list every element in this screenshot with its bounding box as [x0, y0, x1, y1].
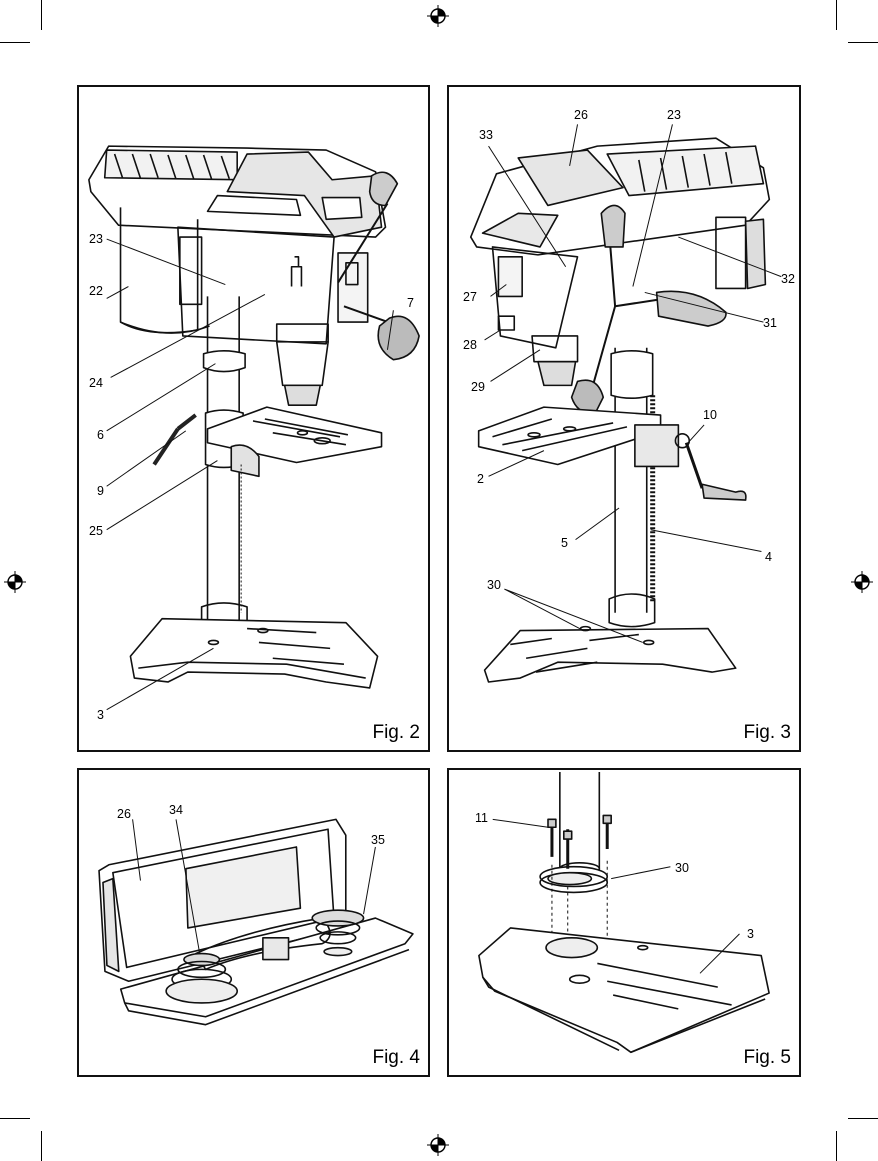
callout-number: 9 — [97, 485, 104, 498]
callout-number: 11 — [475, 812, 488, 825]
crop-mark — [0, 42, 30, 43]
callout-number: 26 — [117, 808, 131, 821]
callout-number: 27 — [463, 291, 477, 304]
figure-panel-fig4: 26 34 35 Fig. 4 — [77, 768, 430, 1077]
callout-number: 3 — [97, 709, 104, 722]
callout-number: 26 — [574, 109, 588, 122]
crop-mark — [41, 0, 42, 30]
registration-mark-icon — [851, 571, 873, 593]
figure-panel-fig5: 11 30 3 Fig. 5 — [447, 768, 801, 1077]
pulley-cover-drawing — [79, 770, 428, 1075]
column-base-assembly-drawing — [449, 770, 799, 1075]
callout-number: 30 — [675, 862, 689, 875]
registration-mark-icon — [427, 1134, 449, 1156]
crop-mark — [836, 1131, 837, 1161]
callout-number: 30 — [487, 579, 501, 592]
registration-mark-icon — [4, 571, 26, 593]
figure-label: Fig. 5 — [743, 1047, 791, 1069]
callout-number: 32 — [781, 273, 795, 286]
callout-number: 29 — [471, 381, 485, 394]
figure-panel-fig3: 26 23 33 27 28 29 2 32 31 10 5 4 30 Fig.… — [447, 85, 801, 752]
callout-number: 23 — [667, 109, 681, 122]
figure-label: Fig. 2 — [372, 722, 420, 744]
figure-label: Fig. 3 — [743, 722, 791, 744]
crop-mark — [0, 1118, 30, 1119]
registration-mark-icon — [427, 5, 449, 27]
callout-number: 7 — [407, 297, 414, 310]
callout-number: 34 — [169, 804, 183, 817]
callout-number: 22 — [89, 285, 103, 298]
crop-mark — [41, 1131, 42, 1161]
callout-number: 6 — [97, 429, 104, 442]
figure-label: Fig. 4 — [372, 1047, 420, 1069]
crop-mark — [836, 0, 837, 30]
callout-number: 35 — [371, 834, 385, 847]
crop-mark — [848, 42, 878, 43]
callout-number: 5 — [561, 537, 568, 550]
callout-number: 23 — [89, 233, 103, 246]
callout-number: 2 — [477, 473, 484, 486]
figure-panel-fig2: 23 22 24 6 9 25 7 3 Fig. 2 — [77, 85, 430, 752]
callout-number: 28 — [463, 339, 477, 352]
callout-number: 4 — [765, 551, 772, 564]
drill-press-rear-drawing — [449, 87, 799, 750]
callout-number: 33 — [479, 129, 493, 142]
crop-mark — [848, 1118, 878, 1119]
callout-number: 10 — [703, 409, 717, 422]
drill-press-front-drawing — [79, 87, 428, 750]
callout-number: 3 — [747, 928, 754, 941]
callout-number: 31 — [763, 317, 777, 330]
callout-number: 24 — [89, 377, 103, 390]
callout-number: 25 — [89, 525, 103, 538]
